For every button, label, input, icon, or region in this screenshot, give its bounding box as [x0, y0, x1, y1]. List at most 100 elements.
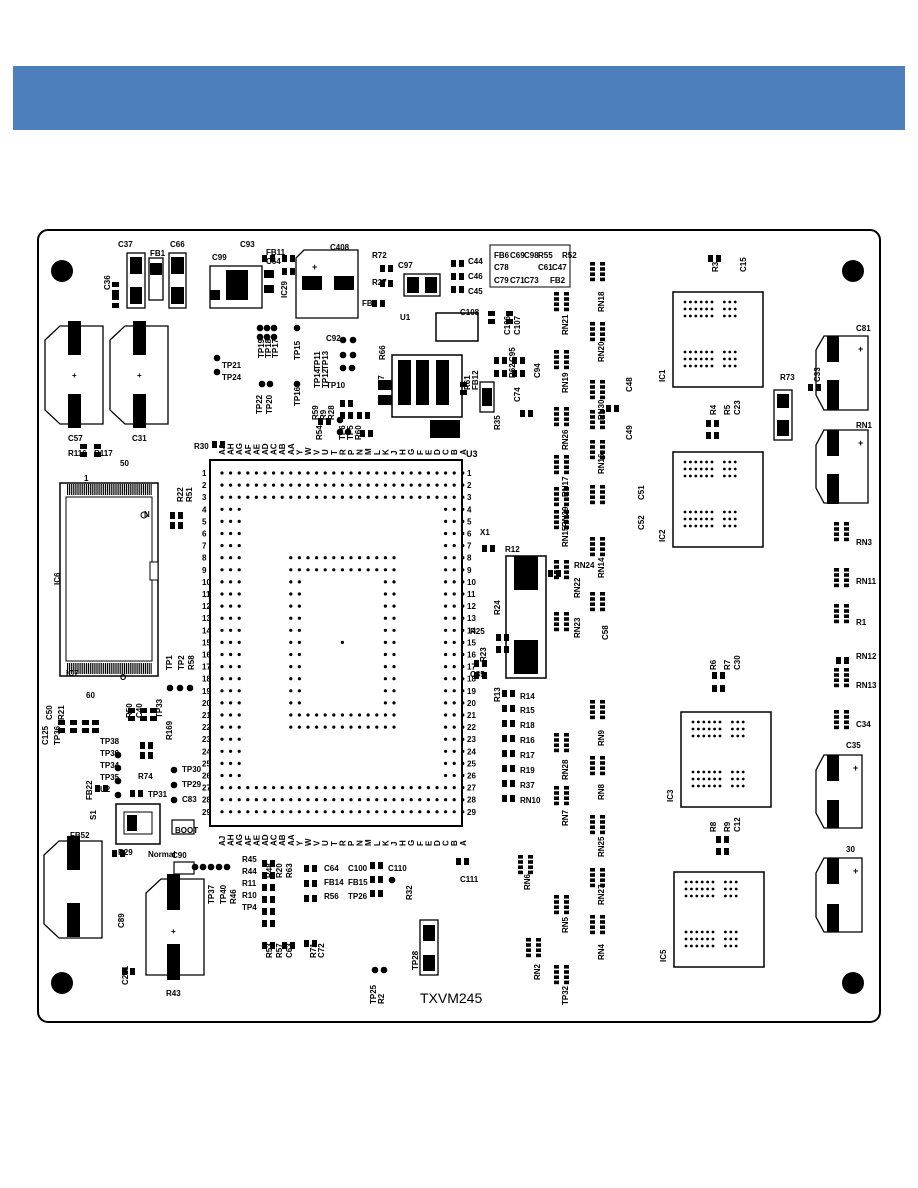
- bga-column-letter: F: [416, 841, 425, 846]
- silk-label: C107: [513, 315, 522, 335]
- ic6-pin: [127, 484, 129, 495]
- resistor-network: [590, 322, 605, 342]
- bga-column-letter: U: [321, 449, 330, 455]
- mounting-hole: [842, 260, 864, 282]
- bga-ball: [392, 604, 396, 608]
- silk-label: TP13: [321, 350, 330, 370]
- fpga-ref-label: U3: [466, 449, 478, 459]
- bga-ball: [452, 749, 456, 753]
- bga-ball: [315, 725, 319, 729]
- silk-label: TP11: [313, 351, 322, 370]
- svg-text:+: +: [137, 371, 142, 380]
- silk-label: C35: [846, 741, 861, 750]
- silk-label: TP33: [155, 698, 164, 718]
- bga-ball: [323, 810, 327, 814]
- bga-column-letter: AF: [244, 835, 253, 846]
- bga-ball: [246, 483, 250, 487]
- cap-c12: +: [815, 857, 863, 933]
- bga-row-number: 9: [467, 566, 472, 575]
- smd-passive: [370, 876, 383, 883]
- memory-chip-ic5: IC5: [659, 871, 765, 968]
- bga-ball: [237, 689, 241, 693]
- bga-ball: [426, 798, 430, 802]
- bga-column-letter: T: [330, 841, 339, 846]
- resistor-network: [590, 485, 605, 505]
- resistor-network: [590, 756, 605, 776]
- cap-c31: +: [109, 321, 169, 428]
- test-point: [293, 324, 301, 332]
- bga-ball: [444, 773, 448, 778]
- silk-label: C34: [856, 720, 871, 729]
- smd-passive: [502, 750, 515, 757]
- bga-ball: [315, 713, 319, 717]
- bga-ball: [332, 556, 336, 560]
- bga-ball: [237, 640, 241, 645]
- bga-ball: [297, 628, 301, 632]
- ic6-pin: [87, 484, 89, 495]
- bga-column-letter: V: [313, 840, 322, 846]
- test-point: [388, 876, 396, 884]
- silk-label: R59: [311, 405, 320, 420]
- bga-ball: [444, 689, 448, 693]
- silk-label: R19: [520, 766, 535, 775]
- bga-column-letter: AG: [235, 834, 244, 846]
- silk-label: U1: [400, 313, 411, 322]
- ic6-pin: [116, 484, 118, 495]
- silk-label: TP2: [177, 655, 186, 670]
- silk-label: RN17: [561, 476, 570, 497]
- bga-ball: [254, 471, 258, 475]
- bga-ball: [306, 713, 310, 717]
- ic6-pin: [84, 484, 86, 495]
- bga-column-letter: B: [450, 840, 459, 846]
- resistor-network: [590, 440, 605, 460]
- bga-ball: [332, 495, 336, 499]
- bga-column-letter: M: [364, 839, 373, 846]
- bga-ball: [452, 689, 456, 693]
- memory-chip-ic2: IC2: [658, 451, 764, 548]
- bga-ball: [349, 568, 353, 572]
- bga-ball: [366, 786, 370, 790]
- silk-label: C78: [494, 263, 509, 272]
- bga-ball: [383, 689, 387, 693]
- ic6-pin: [97, 484, 99, 495]
- svg-text:+: +: [858, 438, 863, 448]
- silk-label: C89: [117, 913, 126, 928]
- bga-ball: [272, 495, 276, 499]
- bga-ball: [401, 786, 405, 790]
- bga-row-number: 4: [467, 505, 472, 514]
- bga-ball: [237, 592, 241, 596]
- bga-column-letter: M: [364, 448, 373, 455]
- bga-ball: [358, 713, 362, 717]
- bga-ball: [237, 701, 241, 705]
- smd-passive: [494, 370, 507, 377]
- svg-text:+: +: [72, 371, 77, 380]
- bga-row-number: 21: [467, 711, 476, 720]
- bga-row-number: 10: [467, 578, 476, 587]
- silk-label: R28: [327, 405, 336, 420]
- bga-ball: [237, 761, 241, 766]
- silk-label: TP39: [100, 749, 120, 758]
- bga-ball: [375, 810, 379, 814]
- silk-label: R53: [265, 943, 274, 958]
- bga-ball: [332, 725, 336, 729]
- bga-ball: [237, 483, 241, 487]
- smd-passive: [708, 255, 721, 262]
- silk-label: R5: [723, 404, 732, 415]
- bga-ball: [237, 773, 241, 778]
- bga-ball: [383, 677, 387, 681]
- bga-ball: [383, 652, 387, 657]
- bga-ball: [237, 665, 241, 669]
- silk-label: TP17: [271, 338, 280, 358]
- test-point: [215, 863, 223, 871]
- bga-ball: [220, 640, 224, 645]
- smd-passive: [304, 940, 317, 947]
- bga-ball: [366, 725, 370, 729]
- smd-passive: [58, 720, 65, 733]
- bga-ball: [289, 798, 293, 802]
- ic6-pin: [80, 663, 82, 674]
- bga-ball: [280, 483, 284, 487]
- bga-ball: [392, 786, 396, 790]
